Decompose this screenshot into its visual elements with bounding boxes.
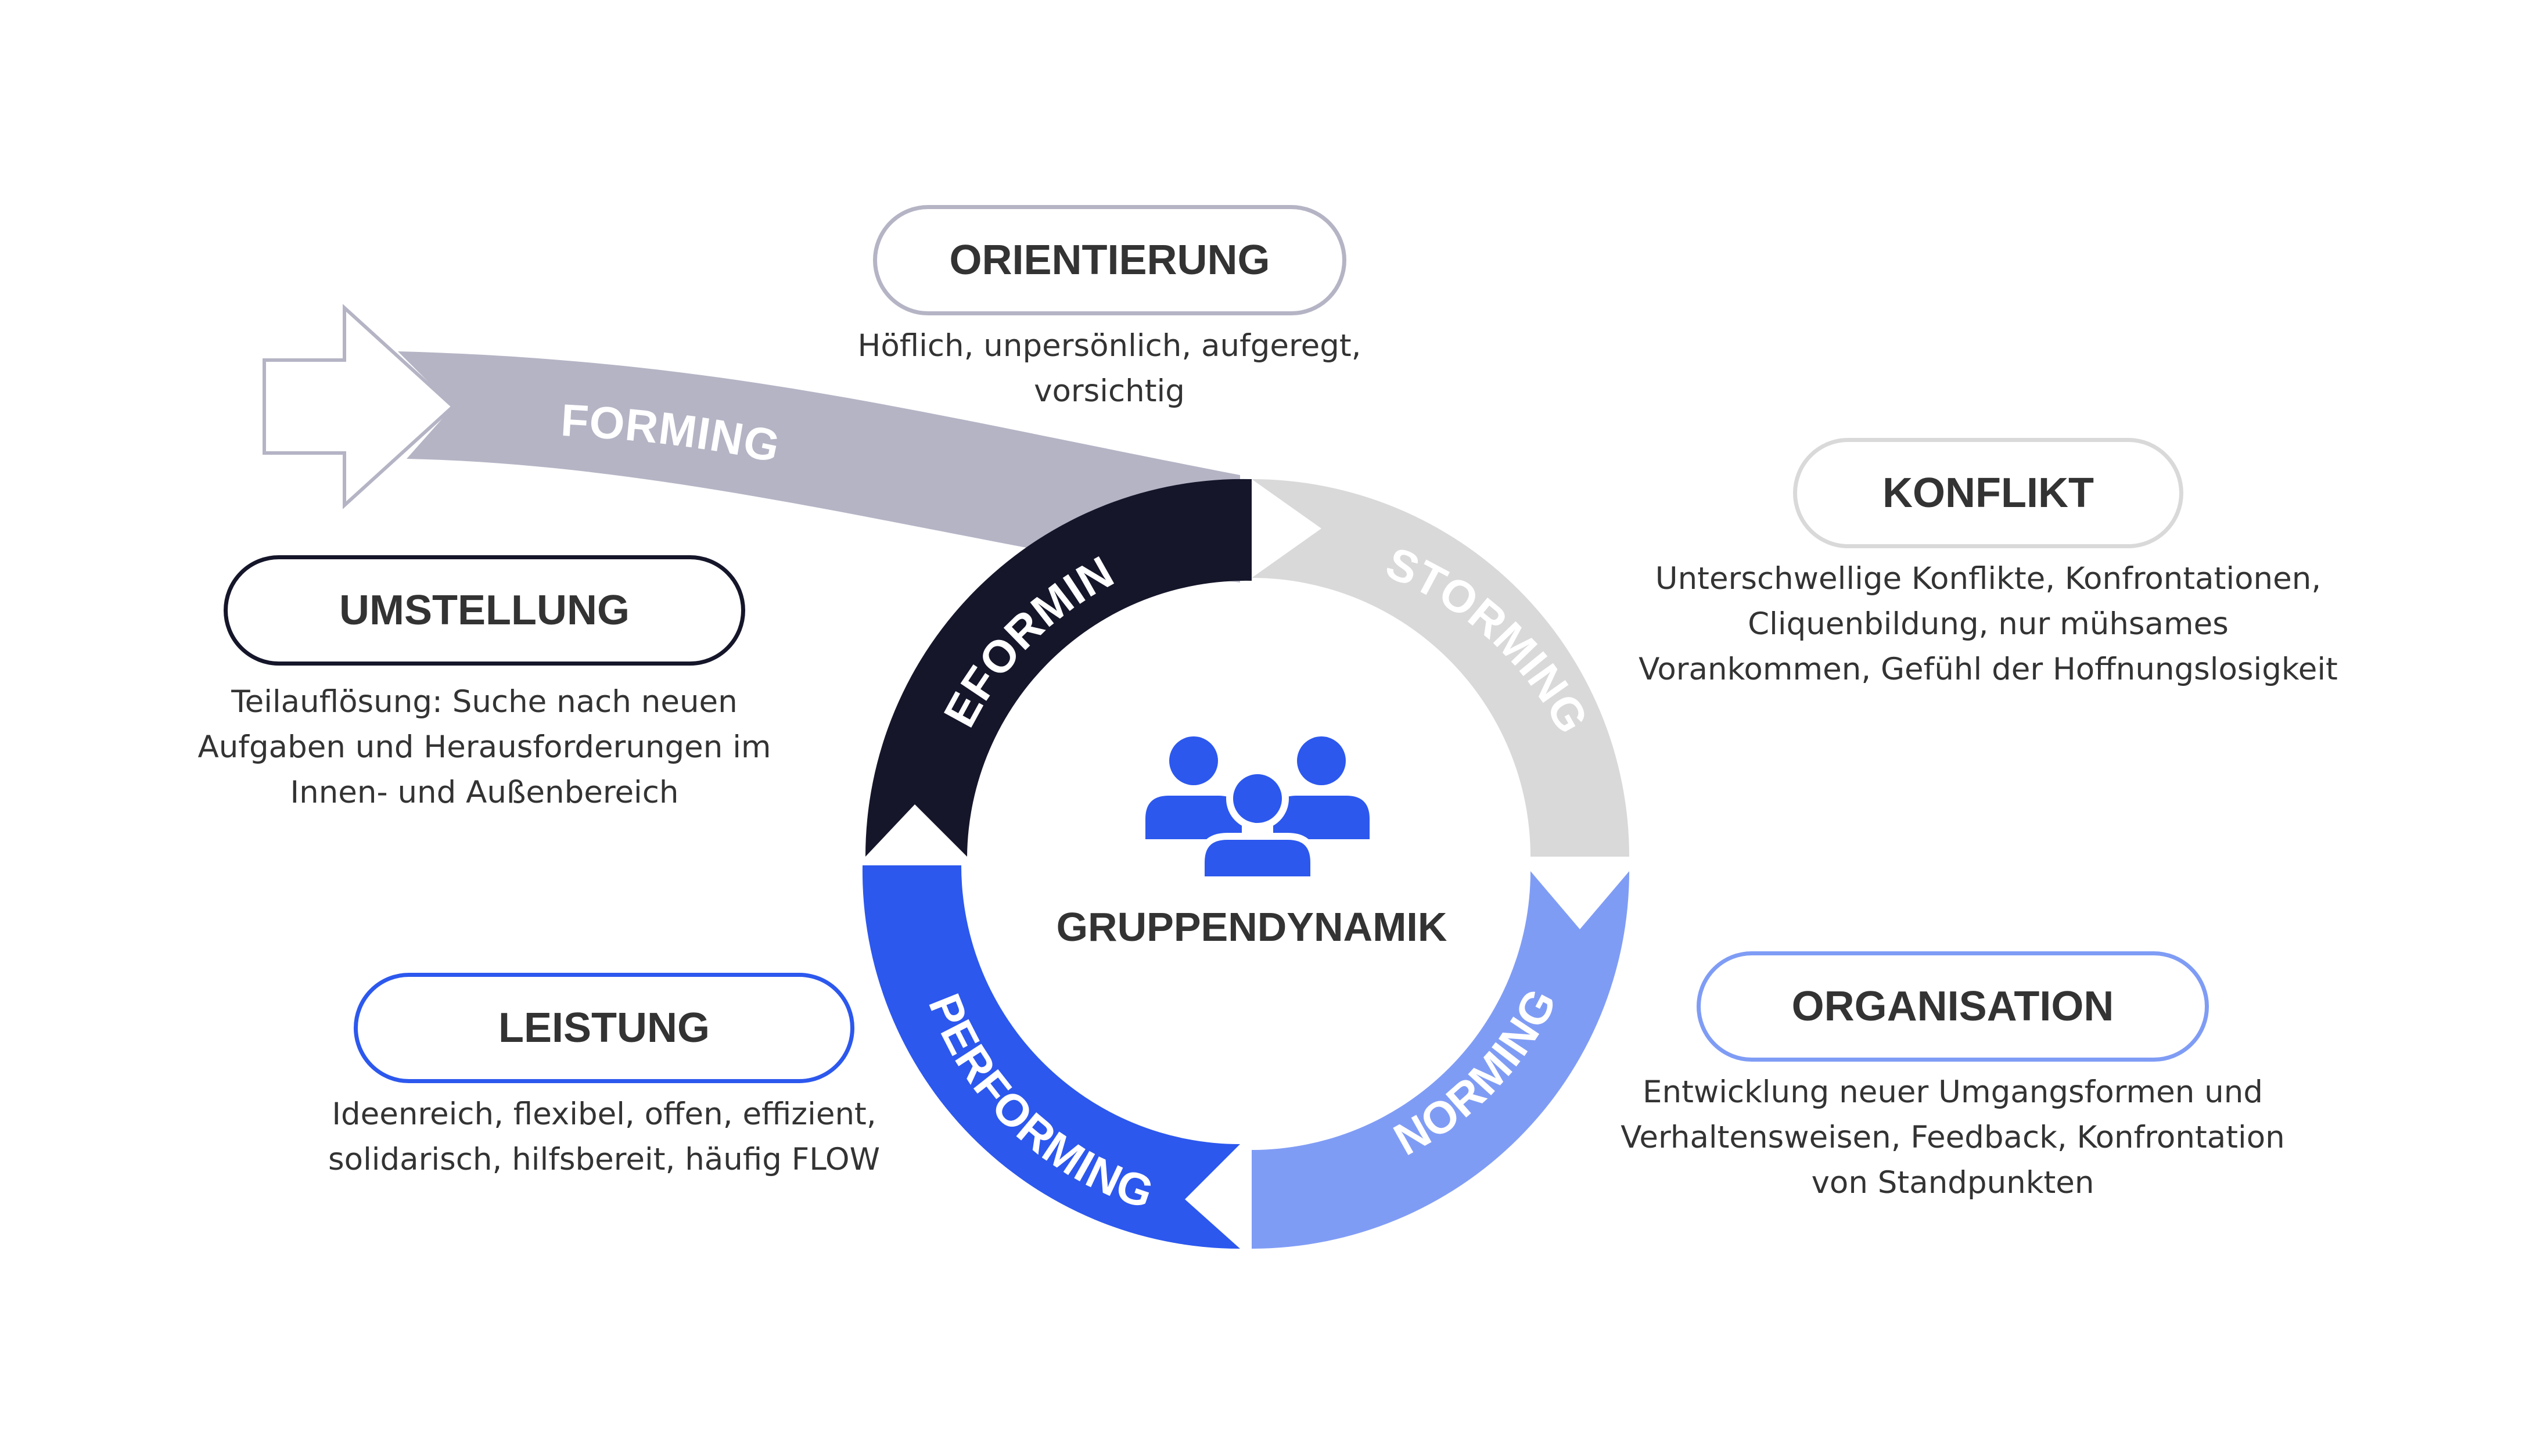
desc-line: solidarisch, hilfsbereit, häufig FLOW	[328, 1142, 880, 1177]
desc-line: Entwicklung neuer Umgangsformen und	[1642, 1074, 2263, 1110]
phase-title-umstellung: UMSTELLUNG	[339, 587, 630, 634]
phase-desc-umstellung: Teilauflösung: Suche nach neuen Aufgaben…	[136, 680, 833, 815]
phase-pill-umstellung: UMSTELLUNG	[224, 555, 745, 666]
phase-pill-orientierung: ORIENTIERUNG	[873, 205, 1346, 315]
center-label: GRUPPENDYNAMIK	[1057, 904, 1447, 950]
phase-desc-konflikt: Unterschwellige Konflikte, Konfrontation…	[1582, 556, 2395, 692]
desc-line: vorsichtig	[1034, 373, 1185, 409]
phase-desc-organisation: Entwicklung neuer Umgangsformen und Verh…	[1546, 1070, 2359, 1206]
desc-line: Höflich, unpersönlich, aufgeregt,	[857, 328, 1361, 364]
phase-pill-leistung: LEISTUNG	[354, 973, 854, 1083]
forming-arrow	[263, 304, 456, 509]
phase-title-orientierung: ORIENTIERUNG	[949, 237, 1270, 283]
phase-pill-konflikt: KONFLIKT	[1793, 438, 2183, 548]
desc-line: Vorankommen, Gefühl der Hoffnungslosigke…	[1639, 652, 2338, 687]
desc-line: Cliquenbildung, nur mühsames	[1748, 606, 2229, 642]
phase-title-leistung: LEISTUNG	[498, 1005, 710, 1051]
storming-segment	[1252, 479, 1629, 857]
desc-line: Verhaltensweisen, Feedback, Konfrontatio…	[1621, 1120, 2285, 1155]
phase-title-konflikt: KONFLIKT	[1882, 470, 2094, 516]
desc-line: Unterschwellige Konflikte, Konfrontation…	[1655, 561, 2322, 596]
reforming-segment	[865, 479, 1252, 857]
phase-desc-orientierung: Höflich, unpersönlich, aufgeregt, vorsic…	[761, 323, 1458, 414]
norming-segment	[1252, 871, 1629, 1249]
desc-line: Ideenreich, flexibel, offen, effizient,	[332, 1097, 876, 1132]
desc-line: von Standpunkten	[1811, 1165, 2094, 1200]
desc-line: Innen- und Außenbereich	[290, 775, 679, 810]
phase-desc-leistung: Ideenreich, flexibel, offen, effizient, …	[256, 1092, 953, 1182]
desc-line: Aufgaben und Herausforderungen im	[197, 729, 771, 765]
group-people-icon	[1145, 736, 1370, 883]
phase-pill-organisation: ORGANISATION	[1697, 951, 2209, 1062]
desc-line: Teilauflösung: Suche nach neuen	[231, 684, 738, 720]
phase-title-organisation: ORGANISATION	[1791, 983, 2114, 1030]
performing-segment	[862, 865, 1240, 1249]
forming-band	[398, 351, 1240, 583]
